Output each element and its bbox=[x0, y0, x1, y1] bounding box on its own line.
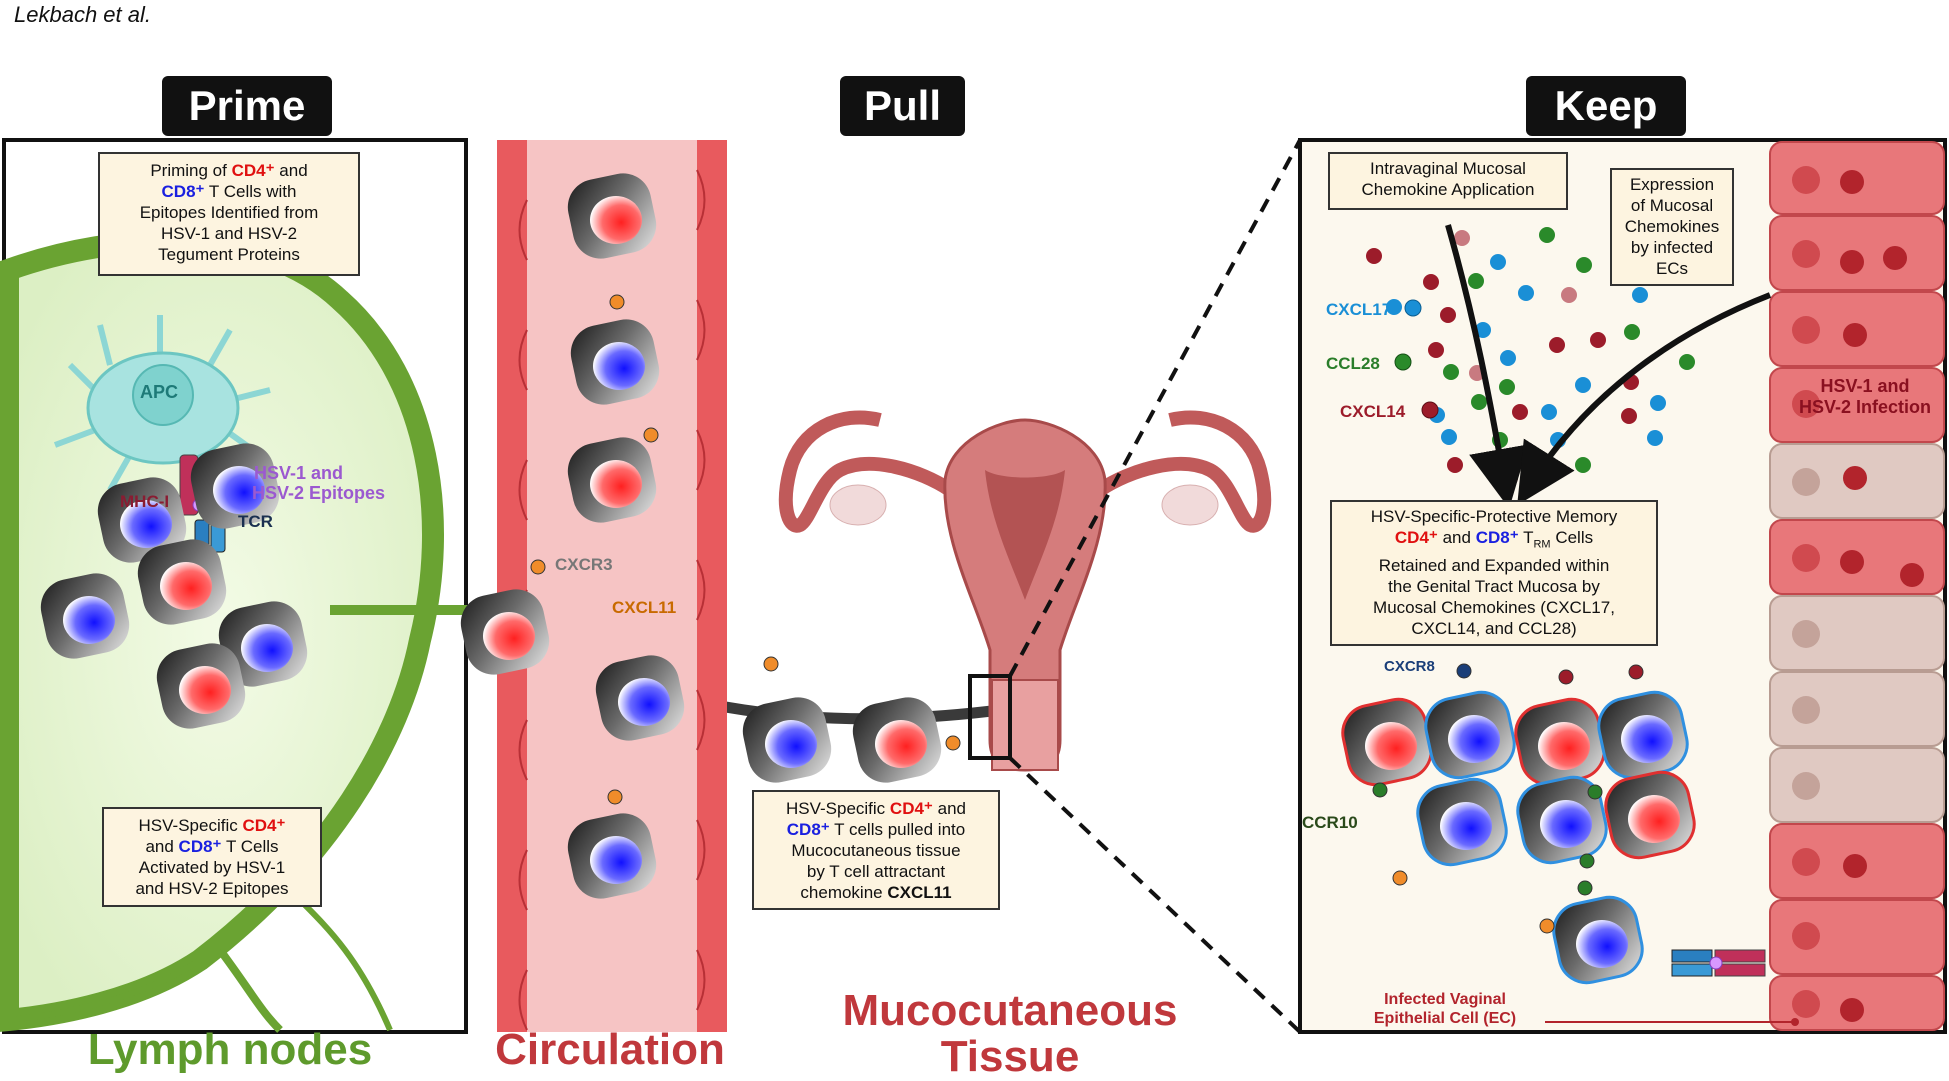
cxcl14-label: CXCL14 bbox=[1340, 402, 1406, 421]
cd4-t-cell bbox=[852, 697, 942, 783]
cd4-t-cell bbox=[1604, 770, 1696, 860]
blood-vessel bbox=[497, 140, 727, 1032]
cd8-t-cell bbox=[40, 573, 130, 659]
cd4-t-cell bbox=[460, 589, 550, 675]
circulation-label: Circulation bbox=[495, 1025, 725, 1074]
pulled-note: HSV-Specific CD4⁺ and CD8⁺ T cells pulle… bbox=[752, 790, 1000, 910]
cd8-t-cell bbox=[1552, 895, 1644, 985]
receptor-dot bbox=[609, 294, 625, 310]
cd8-t-cell bbox=[1516, 775, 1608, 865]
cd4-t-cell bbox=[156, 643, 246, 729]
mhc-label: MHC-I bbox=[120, 492, 170, 511]
cxcr3-label: CXCR3 bbox=[555, 555, 613, 574]
prime-header: Prime bbox=[162, 76, 332, 136]
receptors bbox=[530, 294, 1644, 934]
expression-note: Expression of Mucosal Chemokines by infe… bbox=[1610, 168, 1734, 286]
cd8-t-cell bbox=[97, 477, 187, 563]
activated-note: HSV-Specific CD4⁺ and CD8⁺ T Cells Activ… bbox=[102, 807, 322, 907]
keep-header: Keep bbox=[1526, 76, 1686, 136]
lymph-nodes-label: Lymph nodes bbox=[87, 1025, 373, 1074]
receptor-dot bbox=[530, 559, 546, 575]
uterus-illustration bbox=[778, 410, 1272, 772]
cd8-t-cell bbox=[1424, 690, 1516, 780]
receptor-dot bbox=[1392, 870, 1408, 886]
apc-cell bbox=[53, 315, 271, 492]
receptor-dot bbox=[945, 735, 961, 751]
memory-note: HSV-Specific-Protective Memory CD4⁺ and … bbox=[1330, 500, 1658, 646]
epithelial-column bbox=[1769, 141, 1945, 1031]
cxcr8-label: CXCR8 bbox=[1384, 658, 1435, 675]
cd8-t-cell bbox=[567, 813, 657, 899]
pull-header: Pull bbox=[840, 76, 965, 136]
cd4-t-cell bbox=[137, 539, 227, 625]
ccl28-label: CCL28 bbox=[1326, 354, 1380, 373]
cd8-t-cell bbox=[595, 655, 685, 741]
receptor-dot bbox=[1587, 784, 1603, 800]
cd8-t-cell bbox=[570, 319, 660, 405]
author-credit: Lekbach et al. bbox=[14, 2, 151, 27]
priming-note: Priming of CD4⁺ and CD8⁺ T Cells with Ep… bbox=[98, 152, 360, 276]
cd4-t-cell bbox=[567, 173, 657, 259]
cxcl11-label: CXCL11 bbox=[612, 598, 677, 617]
receptor-dot bbox=[1577, 880, 1593, 896]
receptor-dot bbox=[607, 789, 623, 805]
receptor-dot bbox=[1628, 664, 1644, 680]
receptor-dot bbox=[1539, 918, 1555, 934]
cxcl17-label: CXCL17 bbox=[1326, 300, 1392, 319]
receptor-dot bbox=[643, 427, 659, 443]
cd8-t-cell bbox=[742, 697, 832, 783]
cd4-t-cell bbox=[1514, 697, 1606, 787]
receptor-dot bbox=[763, 656, 779, 672]
receptor-dot bbox=[1558, 669, 1574, 685]
receptor-dot bbox=[1456, 663, 1472, 679]
receptor-dot bbox=[1372, 782, 1388, 798]
cd8-t-cell bbox=[218, 601, 308, 687]
cd4-t-cell bbox=[567, 437, 657, 523]
intravaginal-note: Intravaginal Mucosal Chemokine Applicati… bbox=[1328, 152, 1568, 210]
cd8-t-cell bbox=[1597, 690, 1689, 780]
receptor-dot bbox=[1579, 853, 1595, 869]
cd4-t-cell bbox=[1341, 697, 1433, 787]
cd8-t-cell bbox=[190, 443, 280, 529]
tcr-label: TCR bbox=[238, 512, 273, 531]
t-cells bbox=[40, 173, 1696, 985]
apc-label: APC bbox=[140, 382, 179, 402]
zoom-box bbox=[968, 674, 1012, 760]
ccr10-label: CCR10 bbox=[1302, 813, 1358, 832]
chemokine-dots bbox=[1366, 227, 1695, 486]
cd8-t-cell bbox=[1416, 777, 1508, 867]
